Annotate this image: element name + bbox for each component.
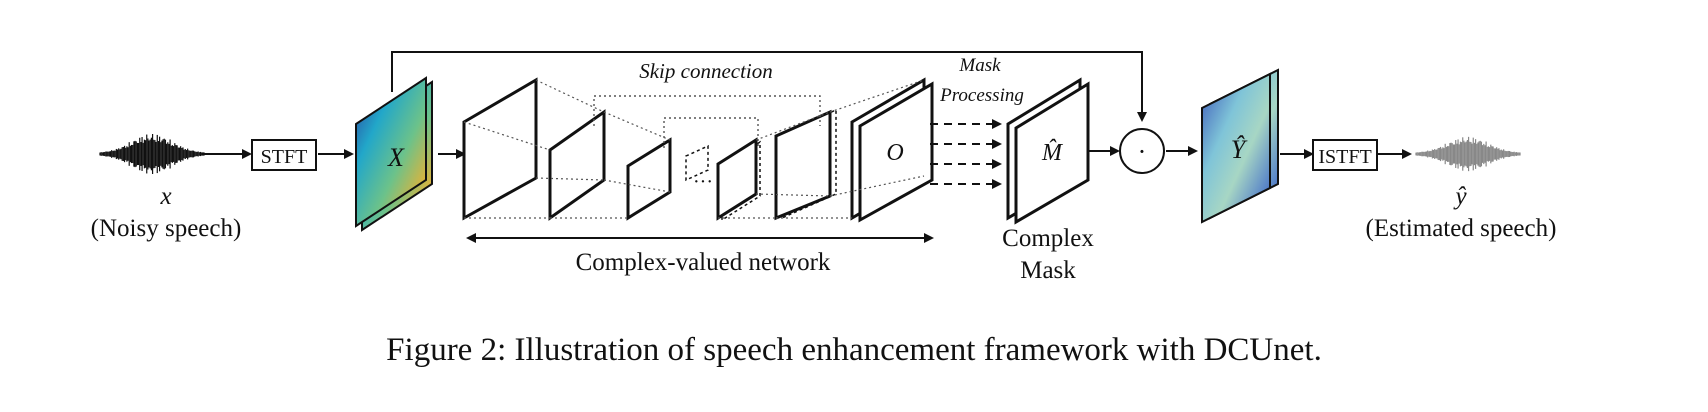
complex-label: Complex (1002, 225, 1094, 252)
encoder-layer-2 (548, 109, 606, 221)
processing-label: Processing (939, 85, 1024, 106)
mask-label-top: Mask (958, 55, 1001, 76)
complex-mask-M (1014, 81, 1090, 225)
skip-connection-label: Skip connection (639, 59, 773, 83)
estimated-speech-label: (Estimated speech) (1366, 215, 1557, 242)
istft-box (1312, 139, 1378, 171)
X-spectrogram (355, 76, 427, 228)
stft-label: STFT (261, 146, 308, 168)
skip-connections (593, 95, 821, 148)
output-layer-O (858, 81, 934, 223)
noisy-speech-label: (Noisy speech) (91, 215, 242, 242)
decoder-layer-1 (716, 137, 758, 221)
complex-valued-network-label: Complex-valued network (576, 249, 831, 276)
bottleneck-layer (685, 144, 709, 182)
y-hat-variable: ŷ (1452, 183, 1467, 210)
encoder-layer-3 (626, 137, 672, 221)
Y-symbol: Ŷ (1231, 135, 1248, 164)
encoder-layer-1 (462, 77, 538, 221)
X-symbol: X (387, 143, 405, 172)
ellipsis: ··· (693, 171, 713, 193)
multiply-circle (1119, 128, 1165, 174)
stft-box (251, 139, 317, 171)
estimated-waveform (1415, 136, 1521, 172)
x-variable: x (159, 183, 171, 210)
mask-processing-arrows (930, 119, 1002, 189)
mask-label-bottom: Mask (1020, 257, 1076, 284)
M-symbol: M̂ (1041, 139, 1064, 166)
layer-connections (463, 79, 925, 219)
multiply-symbol: · (1138, 137, 1147, 166)
noisy-waveform (99, 134, 205, 174)
decoder-layer-2 (774, 109, 832, 221)
istft-label: ISTFT (1318, 146, 1371, 168)
figure-caption: Figure 2: Illustration of speech enhance… (386, 332, 1322, 368)
O-symbol: O (886, 140, 903, 166)
bypass-line (391, 51, 1147, 122)
Y-spectrogram (1201, 72, 1271, 224)
